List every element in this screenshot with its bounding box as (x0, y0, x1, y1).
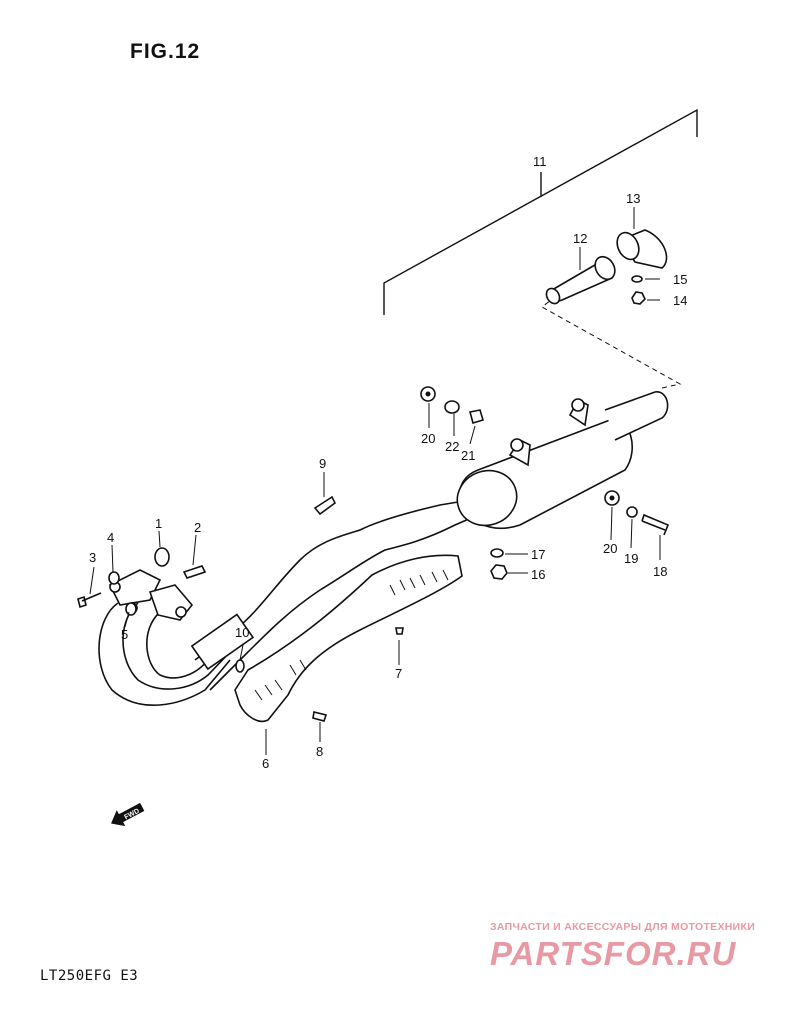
muffler (456, 391, 669, 529)
callout-8: 8 (316, 744, 323, 759)
tail-pipe (545, 255, 616, 305)
heat-shield (234, 554, 463, 723)
dash-leader (541, 292, 682, 389)
callout-16: 16 (531, 567, 545, 582)
fwd-label: FWD (123, 808, 140, 822)
callout-4: 4 (107, 530, 114, 545)
callout-18: 18 (653, 564, 667, 579)
leader-lines (89, 207, 661, 755)
callout-5: 5 (121, 627, 128, 642)
callout-6: 6 (262, 756, 269, 771)
hardware (77, 275, 670, 722)
watermark-logo: PARTSFOR.RU (490, 935, 736, 972)
callouts: 1 2 3 4 5 6 7 8 9 10 11 12 13 14 15 16 1… (89, 154, 687, 771)
callout-20b: 20 (603, 541, 617, 556)
callout-7: 7 (395, 666, 402, 681)
callout-9: 9 (319, 456, 326, 471)
callout-14: 14 (673, 293, 687, 308)
tail-cap (616, 229, 668, 269)
callout-13: 13 (626, 191, 640, 206)
callout-1: 1 (155, 516, 162, 531)
callout-10: 10 (235, 625, 249, 640)
callout-3: 3 (89, 550, 96, 565)
callout-12: 12 (573, 231, 587, 246)
callout-22: 22 (445, 439, 459, 454)
assembly-bracket-11 (383, 108, 698, 315)
callout-19: 19 (624, 551, 638, 566)
fwd-arrow-icon (111, 802, 145, 827)
callout-11: 11 (533, 154, 547, 169)
fwd-badge: FWD (111, 802, 145, 827)
callout-20a: 20 (421, 431, 435, 446)
model-code: LT250EFG E3 (40, 968, 139, 984)
callout-17: 17 (531, 547, 545, 562)
callout-15: 15 (673, 272, 687, 287)
watermark-logo-text: PARTSFOR.RU (490, 935, 736, 972)
watermark-tagline: ЗАПЧАСТИ И АКСЕССУАРЫ ДЛЯ МОТОТЕХНИКИ (490, 921, 756, 933)
callout-21: 21 (461, 448, 475, 463)
figure-title: FIG.12 (130, 40, 201, 63)
callout-2: 2 (194, 520, 201, 535)
